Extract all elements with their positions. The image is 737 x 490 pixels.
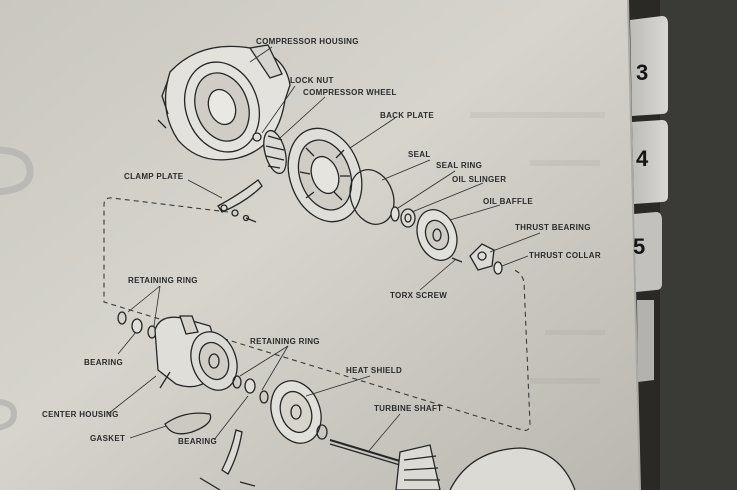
center-housing-part xyxy=(154,315,238,391)
label-retaining-ring-left: RETAINING RING xyxy=(128,276,198,285)
tab-number-5: 5 xyxy=(633,234,646,259)
turbine-shaft-part xyxy=(329,439,441,490)
label-seal-ring: SEAL RING xyxy=(436,161,483,170)
turbine-housing-part xyxy=(449,447,576,490)
label-compressor-wheel: COMPRESSOR WHEEL xyxy=(303,88,397,97)
background-right xyxy=(660,0,737,490)
label-clamp-plate: CLAMP PLATE xyxy=(124,172,184,181)
seal-ring-part xyxy=(390,206,400,222)
gasket-part xyxy=(164,412,212,435)
oil-slinger-part xyxy=(400,208,416,228)
seal-part xyxy=(349,169,395,225)
thrust-bearing-part xyxy=(469,243,495,271)
binder-ring-bottom xyxy=(0,399,18,431)
label-center-housing: CENTER HOUSING xyxy=(42,410,119,419)
compressor-housing-part xyxy=(157,44,291,161)
label-torx-screw: TORX SCREW xyxy=(390,291,448,300)
label-oil-slinger: OIL SLINGER xyxy=(452,175,507,184)
heat-shield-part xyxy=(270,380,322,444)
clamp-plate-part xyxy=(217,179,263,223)
thrust-collar-part xyxy=(493,261,503,275)
label-thrust-bearing: THRUST BEARING xyxy=(515,223,591,232)
oil-baffle-part xyxy=(416,209,458,261)
lock-nut-part xyxy=(252,132,262,142)
back-plate-part xyxy=(287,127,363,223)
label-back-plate: BACK PLATE xyxy=(380,111,434,120)
torx-screw-part xyxy=(451,257,463,263)
index-tab-5 xyxy=(634,212,662,292)
label-lock-nut: LOCK NUT xyxy=(290,76,334,85)
compressor-wheel-part xyxy=(263,129,287,175)
label-compressor-housing: COMPRESSOR HOUSING xyxy=(256,37,359,46)
page-edge xyxy=(627,0,641,490)
index-tab-3 xyxy=(630,16,668,116)
label-retaining-ring-right: RETAINING RING xyxy=(250,337,320,346)
label-bearing-left: BEARING xyxy=(84,358,123,367)
label-gasket: GASKET xyxy=(90,434,126,443)
label-heat-shield: HEAT SHIELD xyxy=(346,366,403,375)
tab-number-4: 4 xyxy=(636,146,649,171)
label-oil-baffle: OIL BAFFLE xyxy=(483,197,533,206)
label-seal: SEAL xyxy=(408,150,431,159)
index-tab-blank xyxy=(637,300,654,382)
tab-number-3: 3 xyxy=(636,60,649,85)
binder-ring-top xyxy=(0,146,34,196)
lower-clamp-plate-part xyxy=(221,429,256,487)
label-bearing-right: BEARING xyxy=(178,437,217,446)
label-thrust-collar: THRUST COLLAR xyxy=(529,251,601,260)
assembly-dashed-line xyxy=(103,197,531,431)
index-tab-4 xyxy=(632,120,668,204)
retaining-ring-left-parts xyxy=(117,311,157,339)
label-turbine-shaft: TURBINE SHAFT xyxy=(374,404,443,413)
retaining-ring-right-parts xyxy=(232,375,269,404)
